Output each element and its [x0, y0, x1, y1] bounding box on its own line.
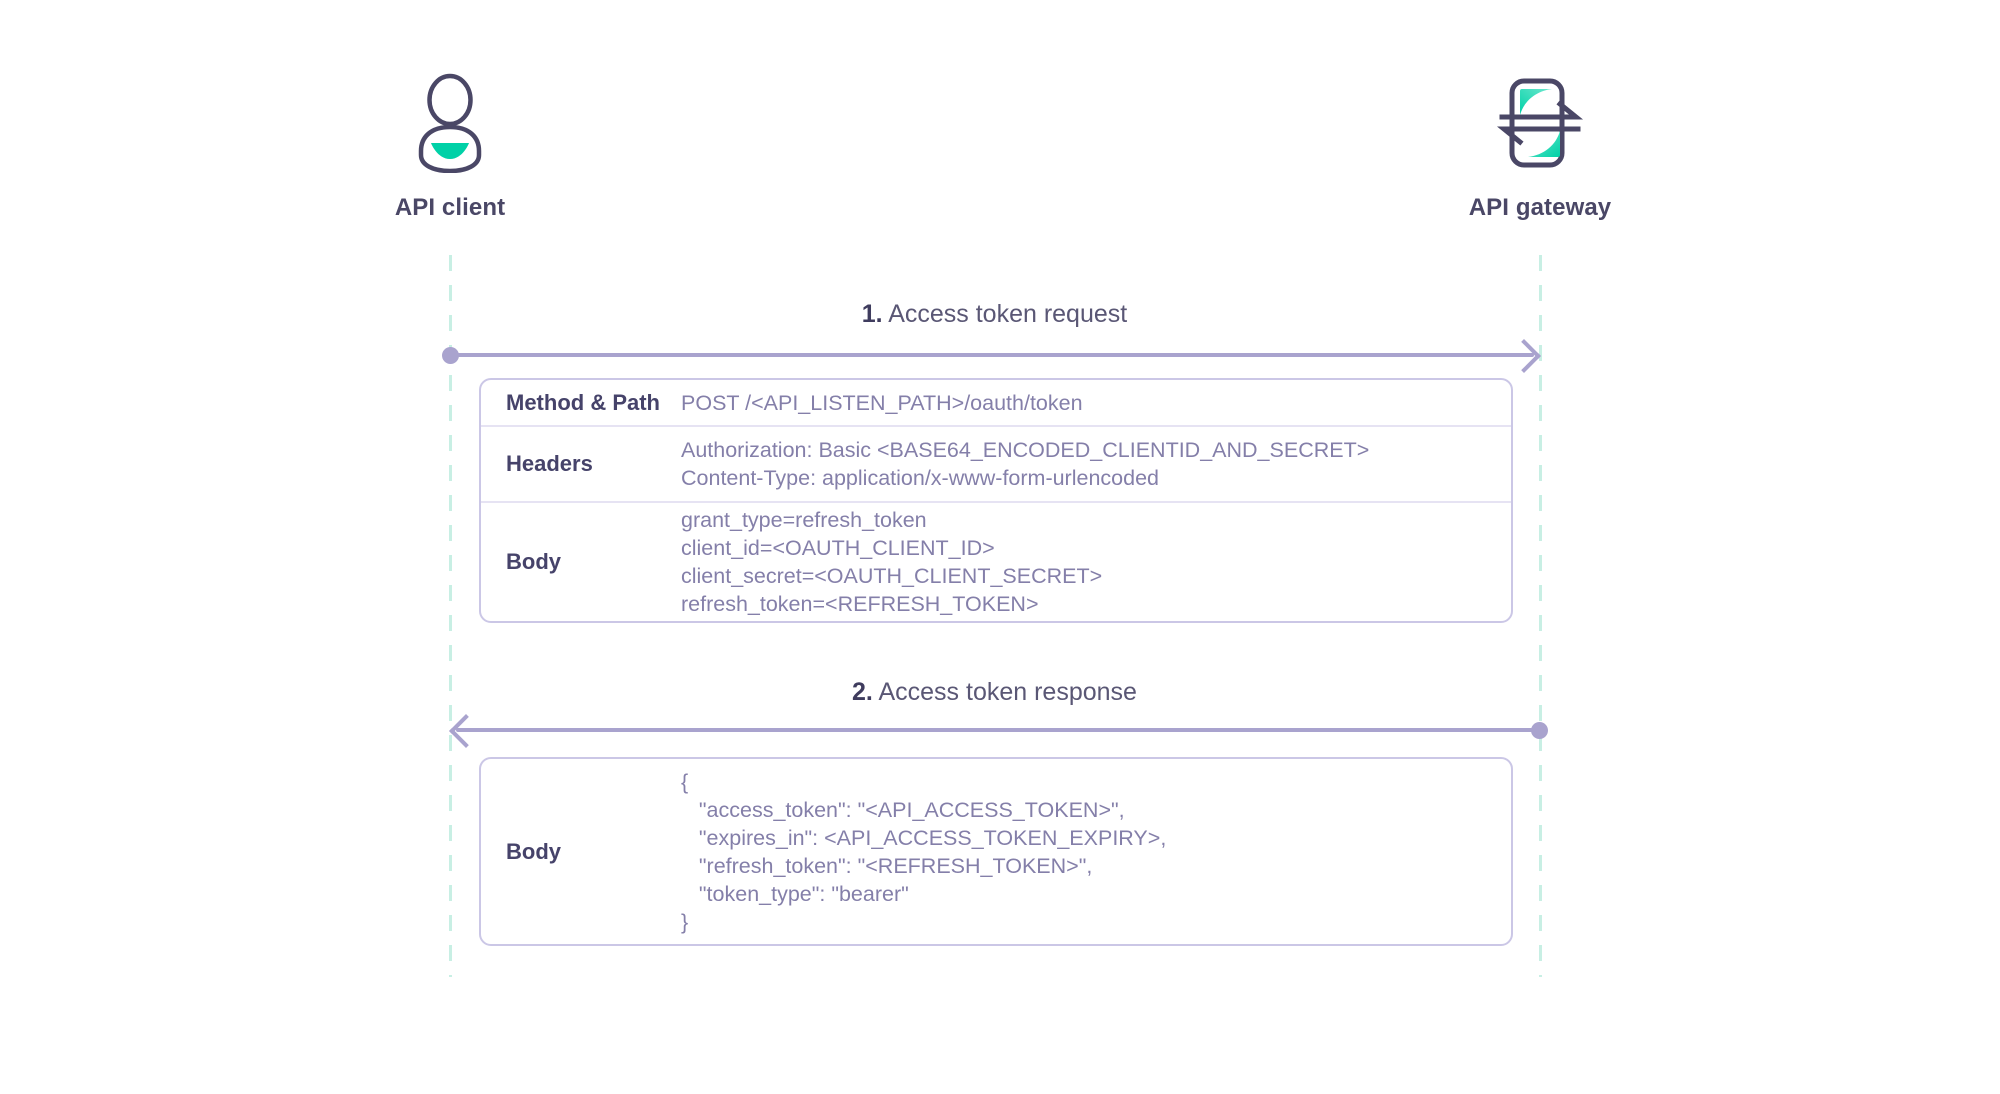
value-line: "token_type": "bearer": [681, 881, 909, 906]
message-2-title: 2. Access token response: [449, 678, 1540, 707]
response-detail-panel: Body { "access_token": "<API_ACCESS_TOKE…: [479, 757, 1513, 946]
message-2-number: 2.: [852, 678, 873, 706]
request-detail-panel: Method & Path POST /<API_LISTEN_PATH>/oa…: [479, 378, 1513, 623]
actor-label: API gateway: [1468, 194, 1612, 221]
row-value: POST /<API_LISTEN_PATH>/oauth/token: [681, 389, 1511, 417]
table-row: Body { "access_token": "<API_ACCESS_TOKE…: [481, 759, 1511, 944]
value-line: grant_type=refresh_token: [681, 508, 927, 532]
table-row: Method & Path POST /<API_LISTEN_PATH>/oa…: [481, 380, 1511, 427]
lifeline-api-gateway: [1539, 255, 1542, 977]
value-line: POST /<API_LISTEN_PATH>/oauth/token: [681, 390, 1083, 415]
arrow-origin-dot: [1531, 722, 1548, 739]
message-1-number: 1.: [861, 300, 883, 328]
message-2-label: Access token response: [878, 678, 1137, 706]
value-line: "access_token": "<API_ACCESS_TOKEN>",: [681, 797, 1125, 822]
message-1-arrow: [440, 339, 1550, 373]
message-1-title: 1. Access token request: [449, 300, 1540, 329]
row-label: Body: [506, 838, 561, 864]
user-avatar-icon: [320, 68, 580, 178]
row-value: grant_type=refresh_token client_id=<OAUT…: [681, 506, 1511, 618]
row-label: Headers: [506, 451, 593, 476]
table-row: Headers Authorization: Basic <BASE64_ENC…: [481, 427, 1511, 503]
row-value: { "access_token": "<API_ACCESS_TOKEN>", …: [681, 768, 1511, 936]
value-line: refresh_token=<REFRESH_TOKEN>: [681, 592, 1039, 616]
row-label: Method & Path: [506, 389, 660, 415]
value-line: client_id=<OAUTH_CLIENT_ID>: [681, 536, 995, 560]
table-row: Body grant_type=refresh_token client_id=…: [481, 503, 1511, 621]
value-line: "refresh_token": "<REFRESH_TOKEN>",: [681, 853, 1093, 878]
message-2-arrow: [440, 714, 1550, 748]
value-line: Content-Type: application/x-www-form-url…: [681, 466, 1159, 490]
arrow-shaft: [450, 353, 1534, 357]
value-line: Authorization: Basic <BASE64_ENCODED_CLI…: [681, 438, 1370, 462]
value-line: client_secret=<OAUTH_CLIENT_SECRET>: [681, 564, 1103, 588]
message-1-label: Access token request: [888, 300, 1128, 328]
value-line: }: [681, 909, 689, 934]
row-label: Body: [506, 549, 561, 574]
value-line: {: [681, 769, 689, 794]
api-gateway-icon: [1410, 68, 1670, 178]
lifeline-api-client: [449, 255, 452, 977]
actor-api-client: API client: [320, 68, 580, 222]
actor-label: API client: [394, 194, 506, 221]
value-line: "expires_in": <API_ACCESS_TOKEN_EXPIRY>,: [681, 825, 1167, 850]
actor-api-gateway: API gateway: [1410, 68, 1670, 222]
arrow-shaft: [456, 728, 1540, 732]
arrow-head-right-icon: [1507, 339, 1541, 373]
row-value: Authorization: Basic <BASE64_ENCODED_CLI…: [681, 436, 1511, 492]
